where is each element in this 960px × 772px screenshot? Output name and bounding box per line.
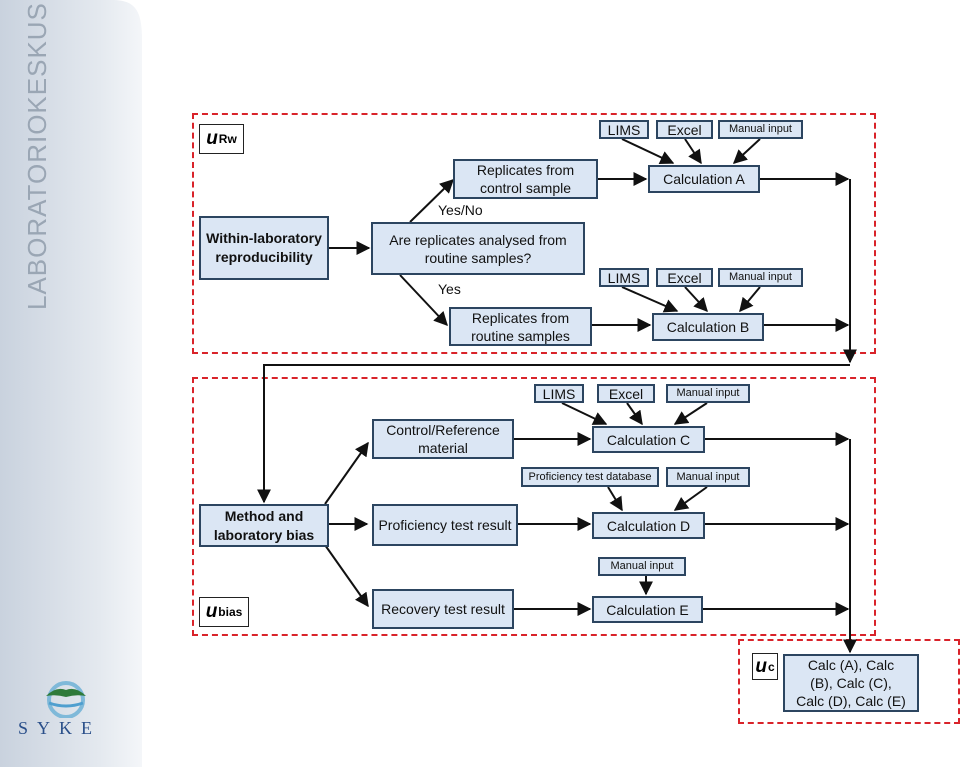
question-box: Are replicates analysed from routine sam…: [371, 222, 585, 275]
calculation-d-box: Calculation D: [592, 512, 705, 539]
proficiency-test-box: Proficiency test result: [372, 504, 518, 546]
sidebar: LABORATORIOKESKUS SYKE: [0, 0, 150, 767]
sidebar-background: [0, 0, 142, 767]
control-reference-box: Control/Reference material: [372, 419, 514, 459]
calculation-a-box: Calculation A: [648, 165, 760, 193]
lims-box-c: LIMS: [534, 384, 584, 403]
u-rw-sub: Rw: [218, 132, 237, 146]
group-u-rw: [192, 113, 876, 354]
calculation-c-box: Calculation C: [592, 426, 705, 453]
yes-label: Yes: [438, 281, 461, 297]
syke-logo-icon: [46, 681, 86, 718]
group-u-bias: [192, 377, 876, 636]
yes-no-label: Yes/No: [438, 202, 483, 218]
u-c-sub: c: [767, 659, 775, 674]
within-lab-reproducibility: Within-laboratory reproducibility: [199, 216, 329, 280]
manual-input-box-b: Manual input: [718, 268, 803, 287]
replicates-routine-box: Replicates from routine samples: [449, 307, 592, 346]
logo-text: SYKE: [18, 718, 102, 738]
combined-calc-box: Calc (A), Calc (B), Calc (C), Calc (D), …: [783, 654, 919, 712]
excel-box-a: Excel: [656, 120, 713, 139]
manual-input-box-a: Manual input: [718, 120, 803, 139]
u-rw-base: u: [206, 128, 218, 149]
lims-box-a: LIMS: [599, 120, 649, 139]
manual-input-box-d: Manual input: [666, 467, 750, 487]
excel-box-b: Excel: [656, 268, 713, 287]
manual-input-box-e: Manual input: [598, 557, 686, 576]
u-bias-base: u: [205, 601, 218, 622]
excel-box-c: Excel: [597, 384, 655, 403]
pt-database-box: Proficiency test database: [521, 467, 659, 487]
replicates-control-box: Replicates from control sample: [453, 159, 598, 199]
lims-box-b: LIMS: [599, 268, 649, 287]
calculation-b-box: Calculation B: [652, 313, 764, 341]
u-bias-sub: bias: [218, 605, 243, 619]
method-lab-bias-box: Method and laboratory bias: [199, 504, 329, 547]
manual-input-box-c: Manual input: [666, 384, 750, 403]
recovery-test-box: Recovery test result: [372, 589, 514, 629]
u-c-base: u: [755, 655, 767, 677]
calculation-e-box: Calculation E: [592, 596, 703, 623]
